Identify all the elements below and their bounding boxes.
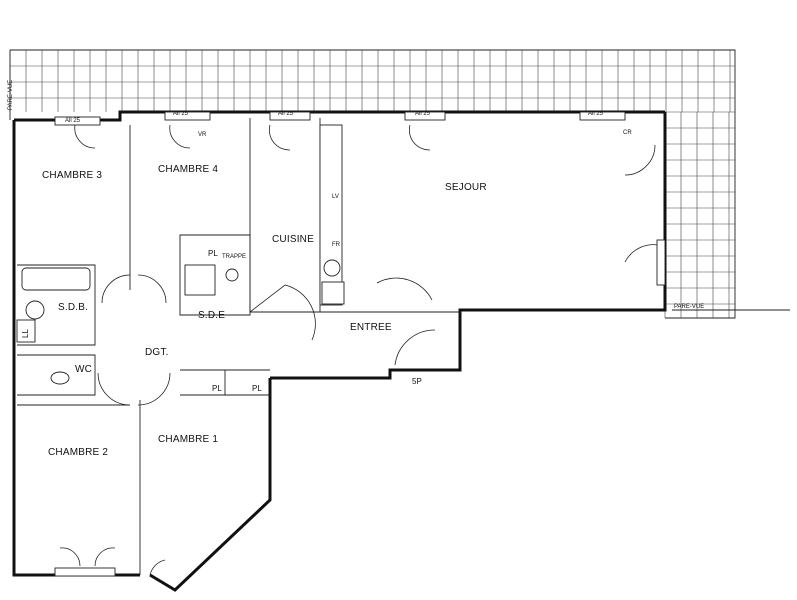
kitchen-counter	[319, 124, 343, 306]
room-label-entree: ENTREE	[350, 322, 392, 333]
room-label-sde: S.D.E	[198, 310, 225, 321]
washbasin	[25, 300, 45, 320]
parevue-vertical-label: PARE-VUE	[8, 80, 14, 110]
all25-sejour: All 25	[415, 111, 431, 117]
cooktop	[323, 259, 341, 277]
bathtub	[21, 267, 91, 291]
room-label-wc: WC	[75, 364, 92, 375]
room-label-chambre2: CHAMBRE 2	[48, 447, 108, 458]
fr-label: FR	[332, 242, 341, 248]
toilet	[50, 371, 70, 385]
room-label-sdb: S.D.B.	[58, 302, 88, 313]
shower-tray	[184, 264, 216, 296]
washing-machine-box	[16, 319, 36, 343]
all25-sejour-right: All 25	[588, 111, 604, 117]
pl-label-2: PL	[252, 384, 262, 393]
door-swings	[59, 124, 659, 576]
all25-cuisine: All 25	[278, 111, 294, 117]
walls	[9, 49, 790, 592]
lv-label: LV	[332, 194, 339, 200]
cr-label: CR	[623, 130, 632, 136]
shower-basin	[225, 268, 239, 282]
terrace-tiling	[9, 49, 735, 318]
trappe-label: TRAPPE	[222, 254, 246, 260]
room-label-chambre4: CHAMBRE 4	[158, 164, 218, 175]
pl-label-sde: PL	[208, 249, 218, 258]
door-5p-label: 5P	[412, 377, 422, 386]
pl-label-1: PL	[212, 384, 222, 393]
room-label-chambre3: CHAMBRE 3	[42, 170, 102, 181]
parevue-label: PARE-VUE	[674, 304, 704, 310]
windows	[54, 111, 666, 577]
ll-label: LL	[21, 329, 30, 338]
room-label-sejour: SEJOUR	[445, 182, 487, 193]
fixtures	[16, 124, 345, 385]
room-label-chambre1: CHAMBRE 1	[158, 434, 218, 445]
room-label-dgt: DGT.	[145, 347, 169, 358]
all25-chambre4: All 25	[173, 111, 189, 117]
oven	[321, 281, 345, 305]
vr-label: VR	[198, 132, 207, 138]
all25-chambre3: All 25	[65, 118, 81, 124]
room-label-cuisine: CUISINE	[272, 234, 314, 245]
